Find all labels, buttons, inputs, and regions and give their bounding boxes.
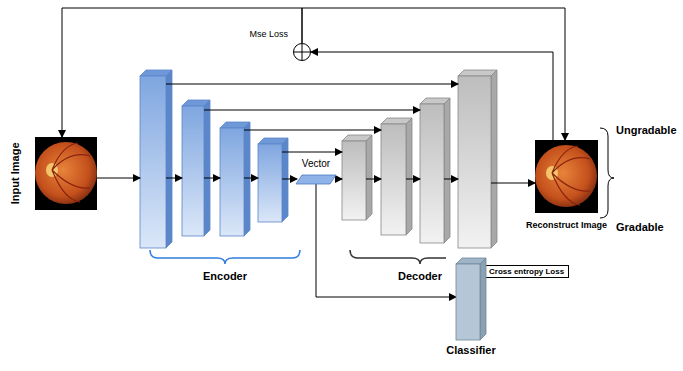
node-text: Input Image <box>9 133 22 213</box>
connector <box>302 8 565 140</box>
classifier-block: Classifier <box>456 258 486 340</box>
encoder-bracket <box>150 250 300 264</box>
circle-outline <box>293 43 311 61</box>
connector <box>311 52 553 140</box>
loss-box: Cross entropy Loss <box>484 265 569 278</box>
connector <box>62 8 302 137</box>
class-label: Gradable <box>616 221 664 234</box>
encoder-label: Encoder <box>190 270 260 283</box>
node-text: Classifier <box>436 344 506 357</box>
para-outline <box>296 175 336 184</box>
node-text: Vector <box>291 158 341 170</box>
flow-arrows <box>97 84 535 183</box>
connector <box>316 184 456 297</box>
latent-vector: Vector <box>296 175 336 184</box>
slab-outline <box>456 258 486 340</box>
node-text: Mse Loss <box>248 29 288 39</box>
reconstruct-image-node: Reconstruct Image <box>535 140 598 213</box>
loss-circle: Mse Loss <box>293 43 311 61</box>
node-text: Cross entropy Loss <box>489 267 564 276</box>
input-image-node: Input Image <box>35 137 97 210</box>
encoder-blocks <box>140 70 288 248</box>
decoder-bracket <box>350 250 446 264</box>
reconstructed-fundus-image <box>535 140 598 213</box>
decoder-blocks <box>342 70 497 248</box>
grade-brace <box>600 128 614 218</box>
node-text: Reconstruct Image <box>525 220 608 230</box>
class-label: Ungradable <box>616 124 677 137</box>
input-fundus-image <box>35 137 97 210</box>
decoder-label: Decoder <box>385 270 455 283</box>
